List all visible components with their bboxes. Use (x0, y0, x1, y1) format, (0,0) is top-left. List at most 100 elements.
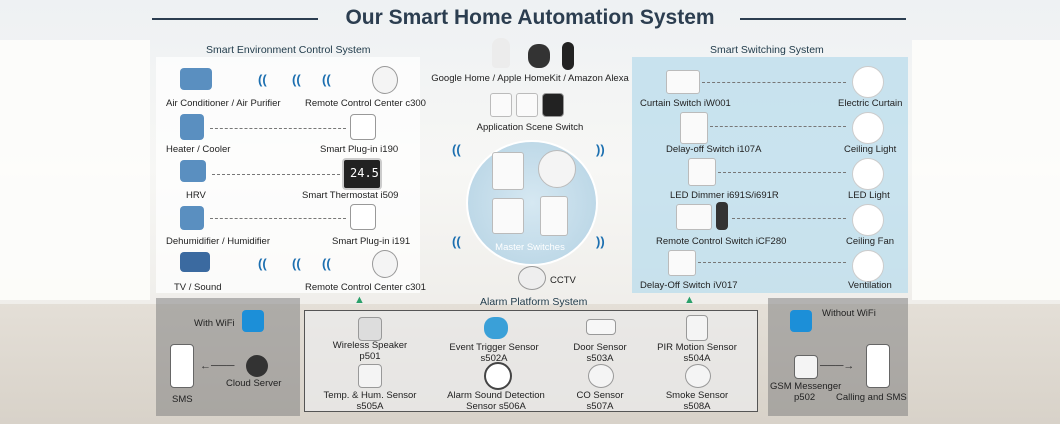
device-label: Heater / Cooler (166, 144, 231, 155)
master-switch-hub (466, 140, 598, 266)
wireless-icon: (( (452, 142, 461, 157)
link-line (702, 82, 846, 83)
wifi-icon (790, 310, 812, 332)
link-line (698, 262, 846, 263)
scene-switch-tile (490, 93, 512, 117)
alarm-section-title: Alarm Platform System (480, 296, 588, 308)
door-sensor-icon (586, 319, 616, 335)
calling-sms-label: Calling and SMS (836, 392, 907, 403)
target-label: Ceiling Fan (846, 236, 895, 247)
target-label: Ceiling Light (844, 144, 897, 155)
cloud-server-label: Cloud Server (226, 378, 282, 389)
alarm-device-model: s503A (586, 353, 614, 364)
google-home-icon (492, 38, 510, 68)
alarm-device-name: CO Sensor (576, 390, 624, 401)
master-switch-tile (492, 152, 524, 190)
wireless-icon: )) (596, 142, 605, 157)
up-arrow-icon: ▲ (684, 294, 695, 306)
scene-label: Application Scene Switch (476, 122, 584, 133)
link-line (732, 218, 846, 219)
tv-icon (180, 252, 210, 272)
switch-tile (688, 158, 716, 186)
target-label: Ventilation (848, 280, 892, 291)
air-conditioner-icon (180, 68, 212, 90)
alarm-device-model: s507A (586, 401, 614, 412)
switch-label: Delay-Off Switch iV017 (640, 280, 738, 291)
switch-tile (668, 250, 696, 276)
phone-icon (170, 344, 194, 388)
link-line (718, 172, 846, 173)
title-rule-right (740, 18, 906, 20)
master-switch-tile (492, 198, 524, 234)
link-line (212, 174, 340, 175)
alarm-device-name: PIR Motion Sensor (657, 342, 737, 353)
device-label: Air Conditioner / Air Purifier (166, 98, 281, 109)
device-label: TV / Sound (174, 282, 222, 293)
alarm-device-model: s505A (356, 401, 384, 412)
link-line (210, 128, 346, 129)
switch-label: Curtain Switch iW001 (640, 98, 731, 109)
remote-control-center-icon (372, 250, 398, 278)
alarm-device-model: Sensor s506A (466, 401, 526, 412)
heater-icon (180, 114, 204, 140)
title-rule-left (152, 18, 318, 20)
alarm-device-model: s504A (683, 353, 711, 364)
phone-icon (866, 344, 890, 388)
alarm-device-model: s502A (480, 353, 508, 364)
remote-control-center-icon (372, 66, 398, 94)
alarm-device-name: Smoke Sensor (665, 390, 729, 401)
master-label: Master Switches (495, 242, 565, 253)
wifi-icon (242, 310, 264, 332)
cloud-server-icon (246, 355, 268, 377)
switch-tile (680, 112, 708, 144)
alarm-device-name: Event Trigger Sensor (449, 342, 539, 353)
alarm-device-name: Wireless Speaker (332, 340, 408, 351)
dehumidifier-icon (180, 206, 204, 230)
page-title: Our Smart Home Automation System (345, 6, 715, 29)
led-light-icon (852, 158, 884, 190)
without-wifi-label: Without WiFi (822, 308, 876, 319)
controller-label: Remote Control Center c300 (305, 98, 426, 109)
curtain-icon (852, 66, 884, 98)
cctv-icon (518, 266, 546, 290)
left-arrow-icon: ←─── (200, 360, 235, 372)
master-switch-tile (540, 196, 568, 236)
wireless-icon: (( (292, 256, 301, 271)
wireless-icon: (( (258, 256, 267, 271)
switching-section-title: Smart Switching System (710, 44, 824, 56)
device-label: HRV (186, 190, 206, 201)
link-line (710, 126, 846, 127)
alarm-device-name: Alarm Sound Detection (447, 390, 545, 401)
gsm-model-label: p502 (794, 392, 816, 403)
switch-label: Delay-off Switch i107A (666, 144, 762, 155)
remote-icon (716, 202, 728, 230)
alarm-device-model: s508A (683, 401, 711, 412)
pir-sensor-icon (686, 315, 708, 341)
with-wifi-label: With WiFi (194, 318, 235, 329)
alarm-device-name: Temp. & Hum. Sensor (323, 390, 417, 401)
event-trigger-icon (484, 317, 508, 339)
up-arrow-icon: ▲ (354, 294, 365, 306)
gsm-messenger-icon (794, 355, 818, 379)
switch-tile (676, 204, 712, 230)
right-arrow-icon: ───→ (820, 360, 855, 372)
smoke-sensor-icon (685, 364, 711, 388)
speaker-icon (358, 317, 382, 341)
sms-label: SMS (172, 394, 193, 405)
wireless-icon: (( (322, 256, 331, 271)
controller-label: Smart Plug-in i190 (320, 144, 399, 155)
switch-tile (666, 70, 700, 94)
wireless-icon: (( (292, 72, 301, 87)
gsm-label: GSM Messenger (770, 381, 842, 392)
ceiling-light-icon (852, 112, 884, 144)
wireless-icon: )) (596, 234, 605, 249)
echo-icon (562, 42, 574, 70)
wireless-icon: (( (452, 234, 461, 249)
ecosystem-label: Google Home / Apple HomeKit / Amazon Ale… (431, 73, 629, 84)
motion-sensor-icon (538, 150, 576, 188)
ceiling-fan-icon (852, 204, 884, 236)
thermostat-reading: 24.5 (350, 166, 379, 180)
link-line (210, 218, 346, 219)
controller-label: Remote Control Center c301 (305, 282, 426, 293)
temp-humidity-sensor-icon (358, 364, 382, 388)
